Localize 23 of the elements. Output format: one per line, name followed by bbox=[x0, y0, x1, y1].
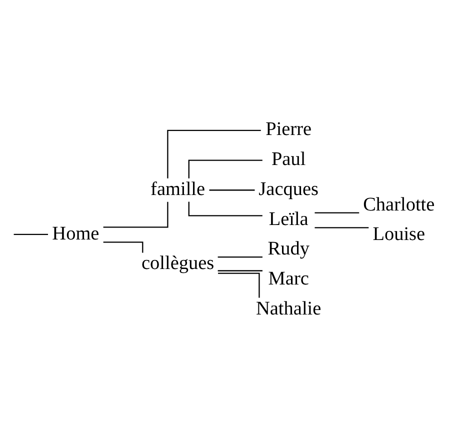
connector bbox=[188, 159, 262, 178]
connector bbox=[209, 189, 255, 190]
connector bbox=[103, 201, 168, 228]
node-text: collègues bbox=[141, 252, 214, 274]
node-text: Charlotte bbox=[363, 194, 435, 215]
node-text: Leïla bbox=[268, 208, 308, 230]
connector bbox=[218, 256, 262, 258]
node-text: Louise bbox=[372, 224, 426, 245]
connector bbox=[14, 233, 48, 235]
connector bbox=[314, 212, 360, 213]
node-text: famille bbox=[150, 178, 206, 200]
connector bbox=[218, 272, 260, 298]
node-text: Paul bbox=[271, 148, 306, 170]
connector bbox=[167, 129, 261, 178]
node-text: Home bbox=[52, 222, 100, 244]
node-text: Nathalie bbox=[256, 298, 322, 319]
node-text: Jacques bbox=[258, 178, 319, 200]
connector bbox=[188, 201, 262, 216]
connector bbox=[218, 270, 262, 271]
node-text: Pierre bbox=[266, 118, 312, 140]
node-text: Rudy bbox=[268, 238, 310, 260]
node-text: Marc bbox=[268, 268, 309, 290]
connector bbox=[314, 226, 369, 228]
